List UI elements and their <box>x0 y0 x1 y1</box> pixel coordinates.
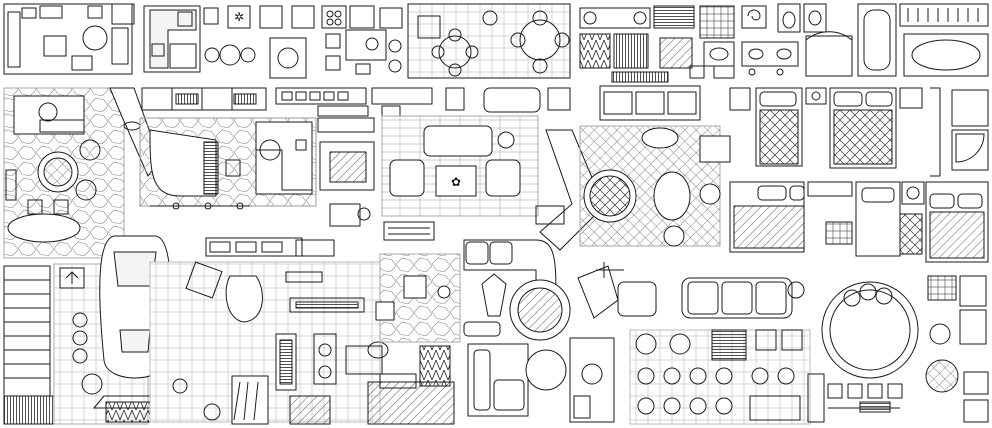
lower-middle-symbols <box>149 203 461 425</box>
svg-text:✿: ✿ <box>451 175 461 189</box>
garden-office-area <box>3 87 375 259</box>
bedroom-area <box>729 87 989 263</box>
top-row-symbols: ✲ <box>3 3 989 83</box>
round-bed-area <box>807 275 989 423</box>
svg-text:✲: ✲ <box>234 10 244 24</box>
living-room-area: ✿ <box>275 85 751 251</box>
lower-center-symbols <box>463 239 811 425</box>
